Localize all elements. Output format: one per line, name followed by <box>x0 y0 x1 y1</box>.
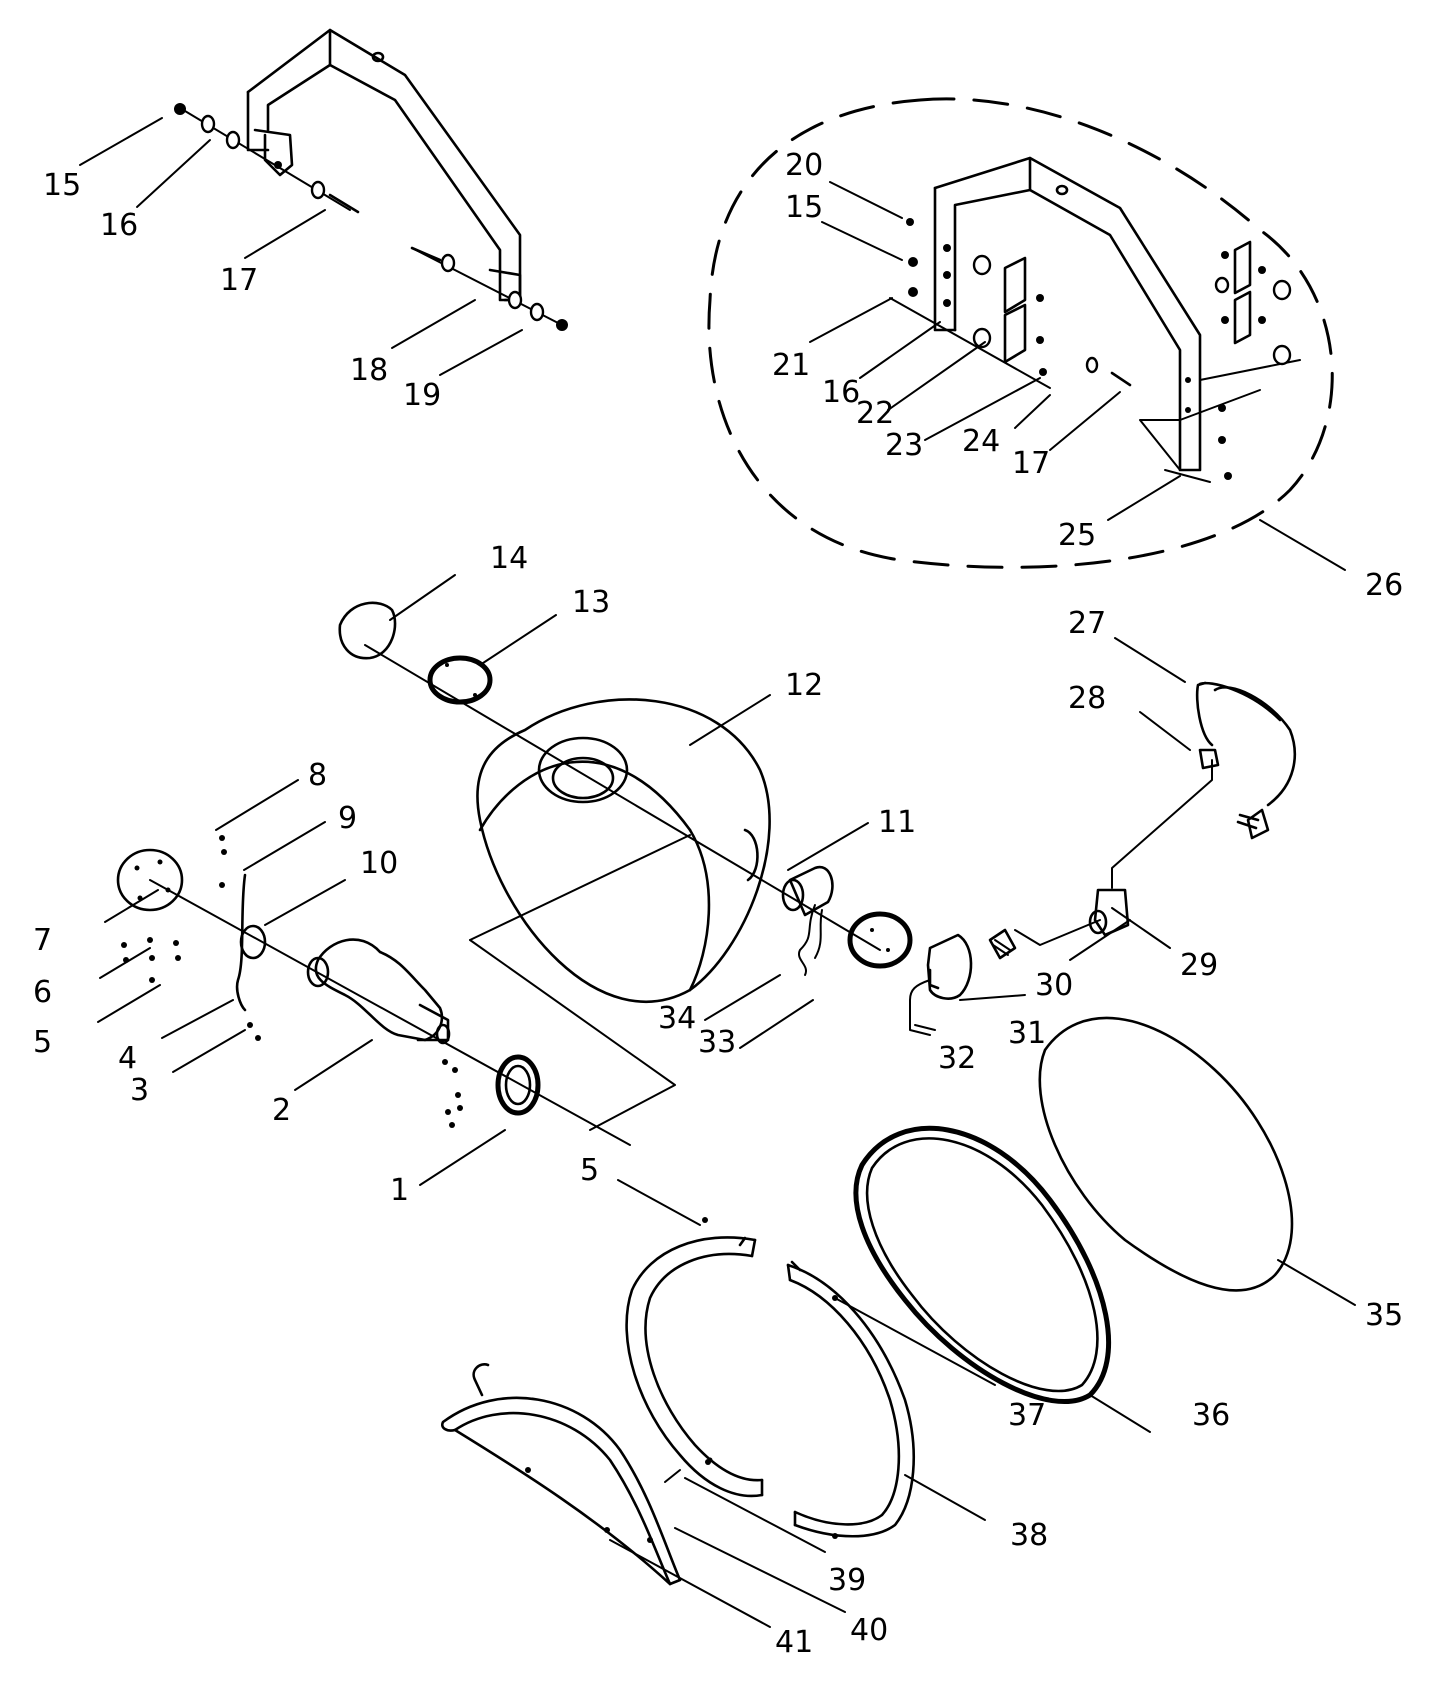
label-22: 22 <box>856 396 894 431</box>
label-9: 9 <box>338 801 357 836</box>
label-36: 36 <box>1192 1398 1230 1433</box>
label-20: 20 <box>785 148 823 183</box>
retaining-ring-segment-right <box>786 1260 915 1539</box>
label-17-left: 17 <box>220 263 258 298</box>
leader-lines-bracket-right <box>809 181 1346 571</box>
label-10: 10 <box>360 846 398 881</box>
leader-lines-bracket-left <box>79 117 523 376</box>
label-5-bottom: 5 <box>580 1153 599 1188</box>
label-16-left: 16 <box>100 208 138 243</box>
gasket-ring-socket <box>847 911 913 969</box>
label-41: 41 <box>775 1625 813 1660</box>
label-3: 3 <box>130 1073 149 1108</box>
label-15-right: 15 <box>785 190 823 225</box>
label-32: 32 <box>938 1041 976 1076</box>
label-5-left: 5 <box>33 1025 52 1060</box>
label-23: 23 <box>885 428 923 463</box>
label-29: 29 <box>1180 948 1218 983</box>
label-27: 27 <box>1068 606 1106 641</box>
mounting-bracket-left <box>174 28 568 331</box>
label-18: 18 <box>350 353 388 388</box>
label-17-right: 17 <box>1012 446 1050 481</box>
label-39: 39 <box>828 1563 866 1598</box>
lamp-housing <box>364 644 881 1131</box>
label-12: 12 <box>785 668 823 703</box>
visor-hood <box>441 1363 713 1586</box>
label-13: 13 <box>572 585 610 620</box>
bulb-assembly <box>149 879 631 1146</box>
label-40: 40 <box>850 1613 888 1648</box>
part-labels: 15 16 17 18 19 20 15 21 16 22 23 24 17 2… <box>33 148 1403 1660</box>
label-25: 25 <box>1058 518 1096 553</box>
label-37: 37 <box>1008 1398 1046 1433</box>
leader-lines-center <box>97 574 1191 1226</box>
elbow-fitting <box>1088 759 1213 937</box>
leader-lines-bottom <box>609 1259 1356 1628</box>
gasket-ring-bulb <box>495 1054 541 1116</box>
conduit-fitting <box>988 919 1101 960</box>
label-35: 35 <box>1365 1298 1403 1333</box>
label-6: 6 <box>33 975 52 1010</box>
label-4: 4 <box>118 1041 137 1076</box>
label-14: 14 <box>490 541 528 576</box>
label-28: 28 <box>1068 681 1106 716</box>
dome-lens <box>338 601 397 660</box>
gasket-ring-top <box>427 655 493 705</box>
lens-gasket-ring <box>853 1125 1112 1405</box>
label-24: 24 <box>962 424 1000 459</box>
label-19: 19 <box>403 378 441 413</box>
label-8: 8 <box>308 758 327 793</box>
label-11: 11 <box>878 805 916 840</box>
label-33: 33 <box>698 1025 736 1060</box>
label-1: 1 <box>390 1173 409 1208</box>
bracket-assembly-group <box>707 97 1334 569</box>
label-7: 7 <box>33 923 52 958</box>
label-30: 30 <box>1035 968 1073 1003</box>
label-38: 38 <box>1010 1518 1048 1553</box>
small-hardware-bulb <box>121 835 463 1128</box>
label-21: 21 <box>772 348 810 383</box>
lamp-socket <box>781 865 834 976</box>
label-15-left: 15 <box>43 168 81 203</box>
label-16-right: 16 <box>822 375 860 410</box>
label-26: 26 <box>1365 568 1403 603</box>
retaining-ring-segment-left <box>625 1217 764 1498</box>
label-34: 34 <box>658 1001 696 1036</box>
switch-body <box>909 933 973 1036</box>
front-lens <box>1038 1016 1294 1292</box>
label-31: 31 <box>1008 1016 1046 1051</box>
label-2: 2 <box>272 1093 291 1128</box>
conduit-tube <box>1195 681 1297 840</box>
